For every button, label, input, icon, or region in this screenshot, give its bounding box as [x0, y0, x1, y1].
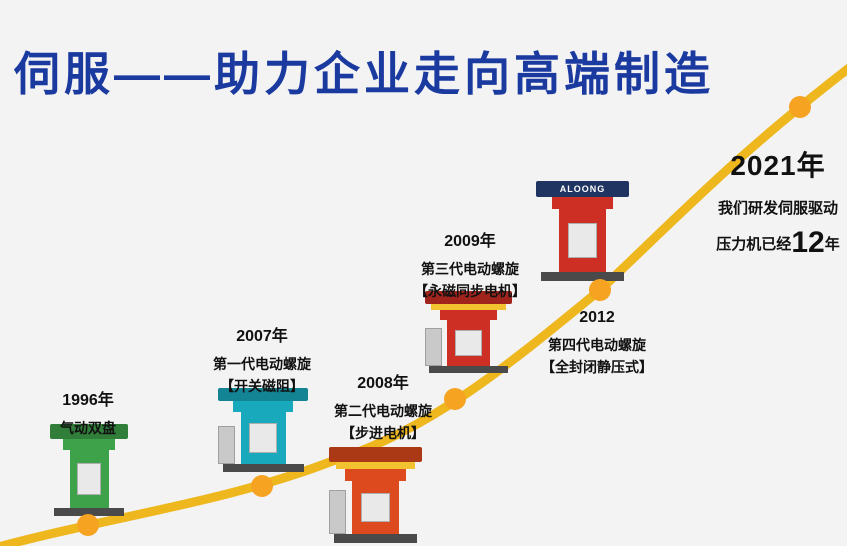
- machine-frame: [559, 209, 606, 272]
- endpoint-line2-number: 12: [791, 226, 825, 259]
- endpoint-line2: 压力机已经12年: [694, 226, 847, 260]
- milestone-dot-2021: [789, 96, 811, 118]
- machine-base: [540, 272, 625, 281]
- milestone-desc: 【开关磁阻】: [220, 378, 304, 394]
- milestone-year: 1996年: [62, 392, 114, 409]
- milestone-label-2007: 2007年 第一代电动螺旋 【开关磁阻】: [182, 322, 342, 397]
- press-machine-2008-image: [329, 447, 422, 543]
- machine-window: [454, 329, 483, 356]
- machine-window: [248, 423, 278, 453]
- press-machine-2009-image: [425, 291, 512, 373]
- endpoint-line2-prefix: 压力机已经: [716, 236, 792, 253]
- milestone-desc: 【全封闭静压式】: [541, 359, 653, 375]
- milestone-label-2012: 2012 第四代电动螺旋 【全封闭静压式】: [517, 309, 677, 378]
- milestone-desc: 第二代电动螺旋: [334, 403, 432, 419]
- machine-base: [222, 464, 304, 472]
- milestone-desc: 【步进电机】: [341, 425, 425, 441]
- machine-head: [439, 309, 498, 320]
- machine-base: [53, 507, 125, 516]
- endpoint-year: 2021年: [730, 150, 826, 181]
- machine-head: [344, 469, 407, 481]
- milestone-year: 2007年: [236, 328, 288, 345]
- machine-crown: [425, 291, 512, 305]
- machine-head: [63, 438, 115, 450]
- milestone-desc: 第三代电动螺旋: [421, 261, 519, 277]
- press-machine-1996-image: [50, 424, 128, 516]
- milestone-label-1996: 1996年 气动双盘: [28, 386, 148, 439]
- machine-banner: [431, 304, 506, 310]
- milestone-label-2009: 2009年 第三代电动螺旋 【永磁同步电机】: [390, 227, 550, 302]
- page-title: 伺服——助力企业走向高端制造: [14, 48, 714, 100]
- machine-brand-plate: ALOONG: [536, 181, 629, 197]
- milestone-desc: 【永磁同步电机】: [414, 283, 526, 299]
- machine-base: [429, 365, 508, 373]
- machine-window: [361, 492, 390, 523]
- press-machine-2012-image: ALOONG: [536, 181, 629, 281]
- press-machine-2007-image: [218, 388, 308, 472]
- milestone-desc: 第四代电动螺旋: [548, 337, 646, 353]
- machine-head: [233, 401, 293, 412]
- milestone-year: 2009年: [444, 233, 496, 250]
- machine-frame: [446, 319, 491, 366]
- milestone-dot-2008: [444, 388, 466, 410]
- machine-window: [568, 223, 597, 258]
- machine-crown: [329, 447, 422, 463]
- machine-brand-label: ALOONG: [559, 184, 606, 194]
- milestone-year: 2008年: [357, 375, 409, 392]
- machine-control-cabinet: [218, 425, 235, 465]
- machine-frame: [352, 480, 399, 535]
- endpoint-line1: 我们研发伺服驱动: [717, 200, 838, 217]
- endpoint-2021: 2021年 我们研发伺服驱动 压力机已经12年: [694, 144, 847, 260]
- machine-frame: [69, 449, 109, 508]
- milestone-year: 2012: [579, 309, 615, 326]
- machine-crown: [218, 388, 308, 402]
- milestone-dot-2012: [589, 279, 611, 301]
- machine-base: [333, 534, 418, 543]
- machine-banner: [335, 462, 416, 470]
- endpoint-line2-suffix: 年: [824, 236, 840, 253]
- machine-head: [551, 197, 614, 209]
- machine-control-cabinet: [425, 327, 442, 366]
- machine-crown: [50, 424, 128, 439]
- milestone-dot-2007: [251, 475, 273, 497]
- milestone-desc: 第一代电动螺旋: [213, 356, 311, 372]
- milestone-label-2008: 2008年 第二代电动螺旋 【步进电机】: [303, 369, 463, 444]
- milestone-dot-1996: [77, 514, 99, 536]
- machine-control-cabinet: [329, 490, 346, 535]
- milestone-desc: 气动双盘: [60, 420, 116, 436]
- machine-window: [76, 462, 102, 495]
- machine-frame: [240, 411, 286, 465]
